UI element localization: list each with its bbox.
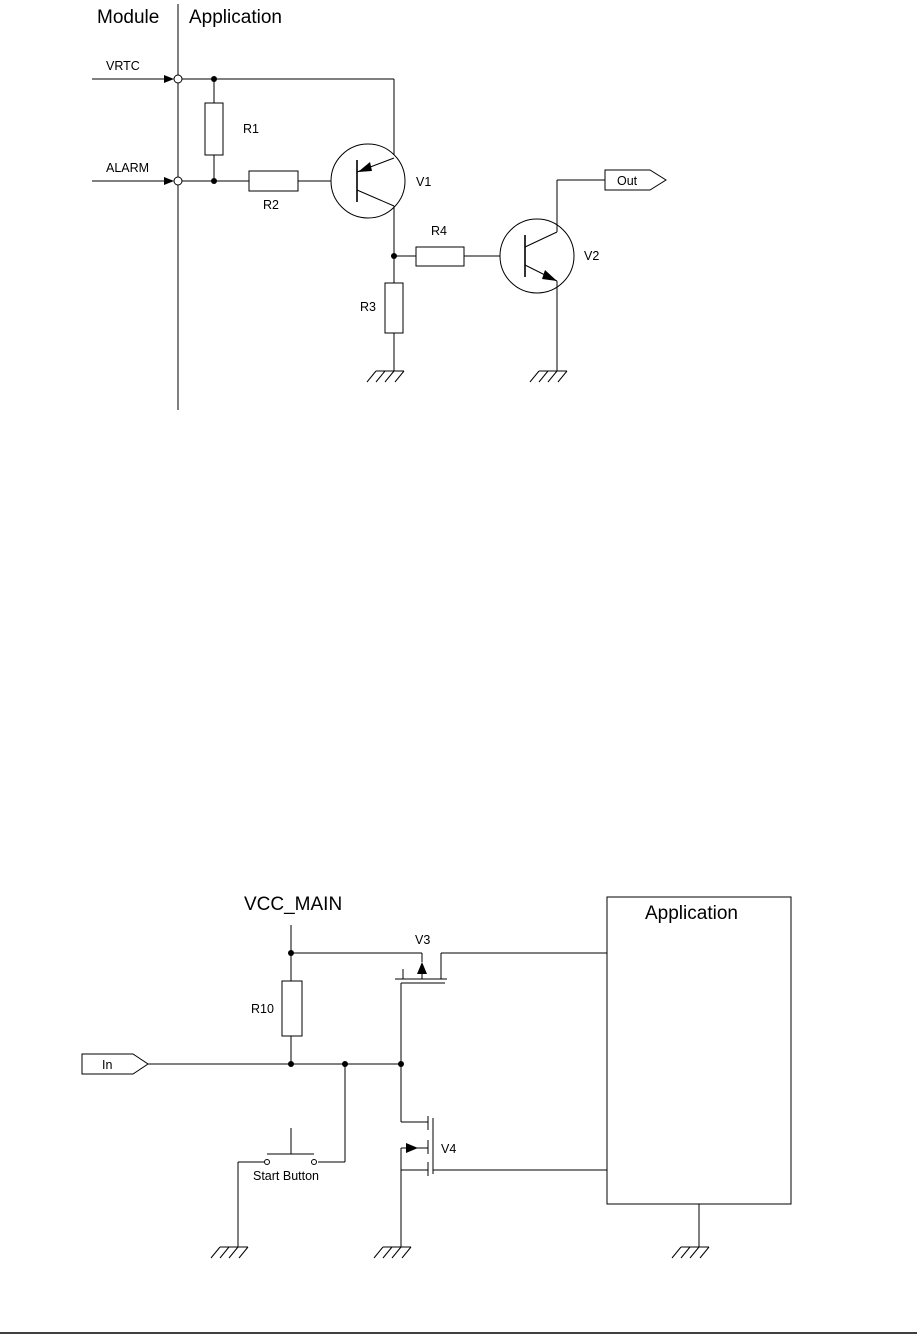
ground-icon [367, 371, 404, 382]
r3-resistor [385, 283, 403, 333]
rtc-alarm-circuit: Module Application VRTC ALARM R1 R2 V1 [92, 4, 666, 410]
ground-icon [672, 1247, 709, 1258]
out-label: Out [617, 174, 638, 188]
junction-dot [288, 1061, 294, 1067]
r1-label: R1 [243, 122, 259, 136]
in-connector [82, 1054, 148, 1074]
v3-mosfet [395, 953, 447, 1064]
in-label: In [102, 1058, 112, 1072]
r2-label: R2 [263, 198, 279, 212]
application-block-label: Application [645, 903, 738, 924]
v1-label: V1 [416, 175, 431, 189]
application-header: Application [189, 7, 282, 28]
module-header: Module [97, 7, 159, 28]
v3-label: V3 [415, 933, 430, 947]
ground-icon [374, 1247, 411, 1258]
vrtc-label: VRTC [106, 59, 140, 73]
start-button-label: Start Button [253, 1169, 319, 1183]
v2-label: V2 [584, 249, 599, 263]
v2-transistor [500, 219, 574, 293]
v4-mosfet [401, 1064, 433, 1247]
vrtc-pin [174, 75, 182, 83]
r10-resistor [282, 981, 302, 1036]
power-on-circuit: VCC_MAIN R10 V3 In [82, 894, 791, 1258]
r2-resistor [249, 171, 298, 191]
start-button-switch [265, 1128, 317, 1165]
ground-icon [530, 371, 567, 382]
r4-resistor [416, 247, 464, 266]
junction-dot [211, 178, 217, 184]
r10-label: R10 [251, 1002, 274, 1016]
ground-icon [211, 1247, 248, 1258]
r4-label: R4 [431, 224, 447, 238]
r3-label: R3 [360, 300, 376, 314]
application-block [607, 897, 791, 1204]
alarm-pin [174, 177, 182, 185]
alarm-label: ALARM [106, 161, 149, 175]
r1-resistor [205, 103, 223, 155]
v4-label: V4 [441, 1142, 456, 1156]
vcc-main-label: VCC_MAIN [244, 894, 342, 915]
